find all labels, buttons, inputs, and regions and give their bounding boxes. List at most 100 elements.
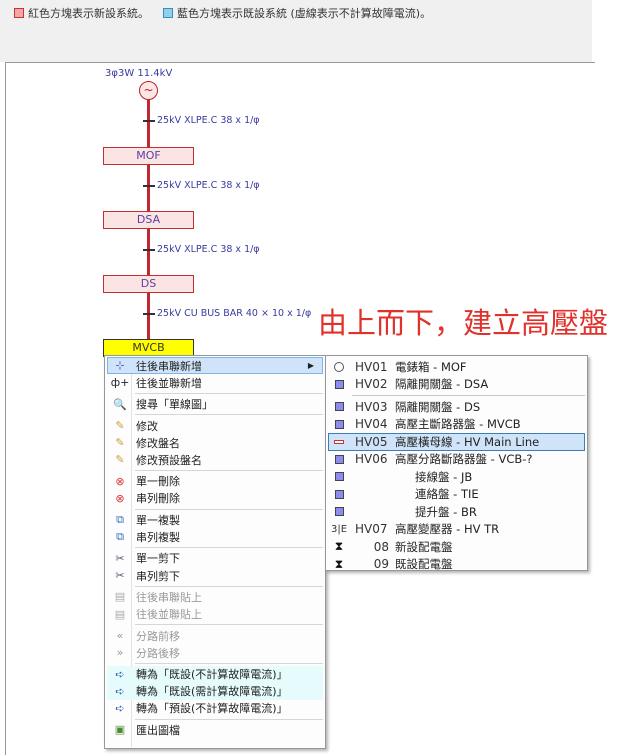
cut-icon: ✂ <box>115 569 125 583</box>
submenu-item[interactable]: HV01 電錶箱 - MOF <box>328 358 585 376</box>
menu-item[interactable]: ⊗ 單一刪除 <box>107 473 323 490</box>
convert-icon: ➪ <box>115 667 125 681</box>
cable-label[interactable]: 25kV CU BUS BAR 40 × 10 x 1/φ <box>143 308 311 319</box>
submenu-item[interactable]: HV04 高壓主斷路器盤 - MVCB <box>328 416 585 434</box>
panel-square-icon <box>329 454 349 464</box>
menu-item[interactable]: ✎修改預設盤名 <box>107 451 323 468</box>
submenu-code: HV05 <box>355 434 388 449</box>
menu-item[interactable]: ф+往後並聯新增 <box>107 374 323 391</box>
submenu-item[interactable]: 接線盤 - JB <box>328 468 585 486</box>
menu-item-label: 單一剪下 <box>136 552 180 566</box>
menu-item[interactable]: ✂單一剪下 <box>107 550 323 567</box>
menu-item[interactable]: ⧉ 單一複製 <box>107 511 323 528</box>
submenu-item[interactable]: 提升盤 - BR <box>328 503 585 521</box>
submenu-label: 既設配電盤 <box>395 557 453 572</box>
add-series-icon: ⊹ <box>115 359 125 373</box>
menu-item[interactable]: ⊗串列刪除 <box>107 490 323 507</box>
submenu-label: 高壓變壓器 - HV TR <box>395 522 500 537</box>
menu-separator <box>135 414 323 416</box>
menu-item-label: 單一複製 <box>136 513 180 527</box>
menu-item-label: 修改盤名 <box>136 436 180 450</box>
menu-item[interactable]: ▤ 往後串聯貼上 <box>107 588 323 605</box>
paste-icon: ▤ <box>114 590 126 604</box>
copy-icon: ⧉ <box>116 512 124 526</box>
menu-separator <box>135 718 323 720</box>
panel-ds[interactable]: DS <box>103 275 194 293</box>
menu-item-label: 轉為「既設(需計算故障電流)」 <box>136 685 288 699</box>
toolbar: 紅色方塊表示新設系統。 藍色方塊表示既設系統 (虛線表示不計算故障電流)。 <box>0 0 592 62</box>
menu-item-label: 單一刪除 <box>136 475 180 489</box>
generator-icon[interactable]: ~ <box>139 81 158 100</box>
search-icon: 🔍 <box>113 397 127 411</box>
menu-item-label: 搜尋「單線圖」 <box>136 398 213 412</box>
submenu-item[interactable]: 連絡盤 - TIE <box>328 486 585 504</box>
cable-label[interactable]: 25kV XLPE.C 38 x 1/φ <box>143 115 260 126</box>
source-label: 3φ3W 11.4kV <box>105 68 173 79</box>
submenu-code: HV01 <box>355 359 388 374</box>
menu-item-label: 往後串聯新增 <box>136 359 202 373</box>
legend: 紅色方塊表示新設系統。 藍色方塊表示既設系統 (虛線表示不計算故障電流)。 <box>8 5 431 21</box>
pencil-icon: ✎ <box>115 419 125 433</box>
menu-separator <box>135 662 323 664</box>
menu-item[interactable]: ⧉串列複製 <box>107 528 323 545</box>
menu-item[interactable]: ✂ 串列剪下 <box>107 567 323 584</box>
menu-item[interactable]: »分路後移 <box>107 644 323 661</box>
menu-item[interactable]: ➪轉為「既設(不計算故障電流)」 <box>107 665 323 683</box>
menu-item-label: 修改預設盤名 <box>136 453 202 467</box>
panel-dsa[interactable]: DSA <box>103 211 194 229</box>
delete-icon: ⊗ <box>115 474 125 488</box>
meter-icon <box>329 361 349 372</box>
menu-item[interactable]: ▤往後並聯貼上 <box>107 606 323 623</box>
panel-square-icon <box>329 489 349 499</box>
menu-item[interactable]: ⊹往後串聯新增▶ <box>107 357 323 375</box>
menu-item-label: 串列刪除 <box>136 492 180 506</box>
switchboard-icon: ⧗ <box>334 539 344 554</box>
submenu-label: 新設配電盤 <box>395 539 453 554</box>
menu-item[interactable]: «分路前移 <box>107 627 323 644</box>
submenu-label: 隔離開關盤 - DS <box>395 399 481 414</box>
menu-item-label: 往後並聯貼上 <box>136 608 202 622</box>
panel-mof[interactable]: MOF <box>103 147 194 165</box>
convert-icon: ➪ <box>115 701 125 715</box>
submenu-label: 高壓主斷路器盤 - MVCB <box>395 417 521 432</box>
submenu-item[interactable]: HV05 高壓橫母線 - HV Main Line <box>328 433 585 451</box>
menu-item[interactable]: ✎ 修改 <box>107 417 323 434</box>
transformer-icon: 3|E <box>330 523 348 535</box>
menu-item[interactable]: ➪轉為「預設(不計算故障電流)」 <box>107 700 323 717</box>
menu-separator <box>135 624 323 626</box>
panel-square-icon <box>329 419 349 429</box>
menu-separator <box>135 470 323 472</box>
menu-separator <box>135 392 323 394</box>
menu-item-label: 往後串聯貼上 <box>136 590 202 604</box>
busbar-icon <box>329 439 349 444</box>
submenu-label: 高壓分路斷路器盤 - VCB-? <box>395 452 533 467</box>
cable-label[interactable]: 25kV XLPE.C 38 x 1/φ <box>143 180 260 191</box>
cable-label[interactable]: 25kV XLPE.C 38 x 1/φ <box>143 244 260 255</box>
submenu-label: 接線盤 - JB <box>415 469 473 484</box>
menu-item-label: 修改 <box>136 419 158 433</box>
submenu-code: HV04 <box>355 417 388 432</box>
menu-item[interactable]: ✎ 修改盤名 <box>107 434 323 451</box>
menu-item-label: 串列複製 <box>136 531 180 545</box>
submenu-label: 電錶箱 - MOF <box>395 359 467 374</box>
add-parallel-icon: ф+ <box>110 376 130 390</box>
convert-icon: ➪ <box>115 684 125 698</box>
menu-item-label: 分路前移 <box>136 629 180 643</box>
menu-item-label: 串列剪下 <box>136 569 180 583</box>
menu-item-label: 分路後移 <box>136 646 180 660</box>
menu-item[interactable]: ➪ 轉為「既設(需計算故障電流)」 <box>107 682 323 700</box>
submenu-label: 高壓橫母線 - HV Main Line <box>395 434 540 449</box>
pencil-icon: ✎ <box>115 436 125 450</box>
menu-item[interactable]: ▣匯出圖檔 <box>107 721 323 738</box>
submenu-code: HV02 <box>355 377 388 392</box>
menu-item[interactable]: 🔍 搜尋「單線圖」 <box>107 396 323 413</box>
menu-separator <box>352 395 585 396</box>
menu-item-label: 匯出圖檔 <box>136 723 180 737</box>
